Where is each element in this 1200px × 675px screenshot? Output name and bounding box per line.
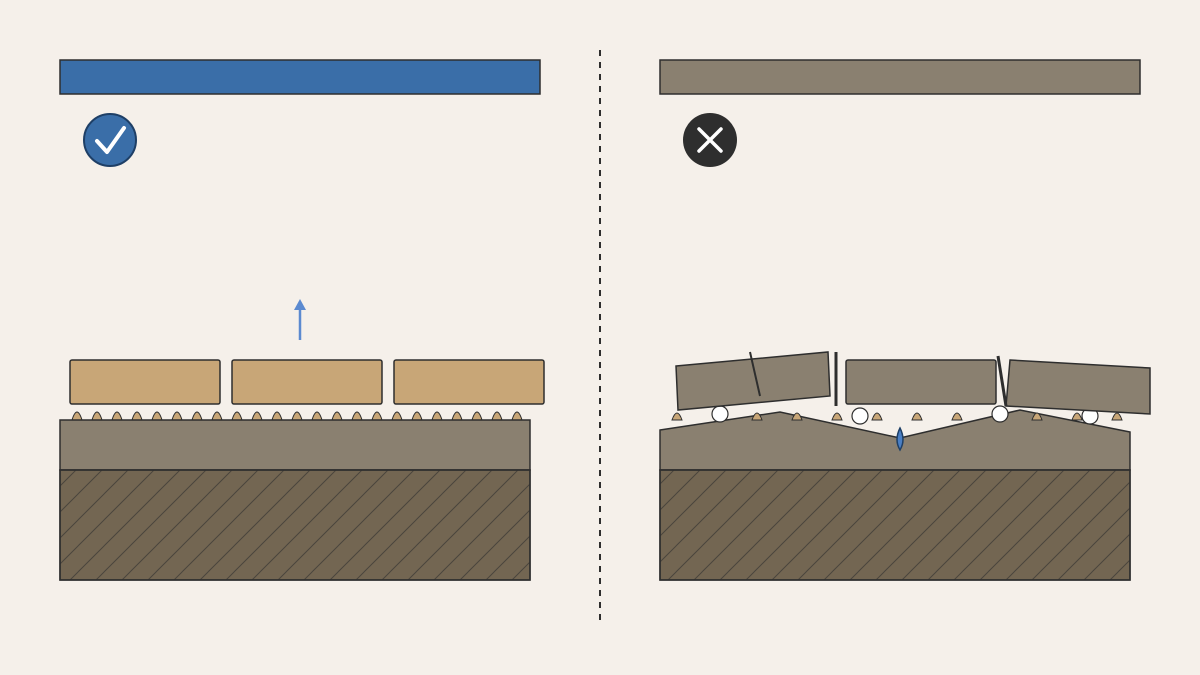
adhesive-dot bbox=[151, 411, 163, 421]
right-subfloor-hatch bbox=[659, 469, 1131, 581]
adhesive-dot bbox=[111, 411, 123, 421]
adhesive-dot bbox=[1031, 412, 1043, 421]
tile-1 bbox=[69, 359, 221, 405]
adhesive-dot bbox=[671, 412, 683, 421]
adhesive-dot bbox=[871, 412, 883, 421]
left-tile-row bbox=[69, 359, 545, 405]
adhesive-dot bbox=[211, 411, 223, 421]
adhesive-dot bbox=[1071, 412, 1083, 421]
adhesive-dot bbox=[371, 411, 383, 421]
adhesive-dot bbox=[791, 412, 803, 421]
adhesive-dot bbox=[171, 411, 183, 421]
right-sparse-adhesive bbox=[671, 412, 1123, 421]
tile-2 bbox=[231, 359, 383, 405]
cross-icon bbox=[697, 127, 723, 153]
adhesive-dot bbox=[351, 411, 363, 421]
right-uneven-screed-layer bbox=[659, 409, 1131, 471]
left-screed-layer bbox=[59, 419, 531, 471]
crack-line bbox=[996, 355, 1008, 407]
left-header-bar bbox=[59, 59, 541, 95]
adhesive-dot bbox=[511, 411, 523, 421]
air-voids bbox=[711, 405, 1099, 425]
left-adhesive-layer bbox=[71, 411, 523, 421]
adhesive-dot bbox=[751, 412, 763, 421]
check-badge-circle bbox=[83, 113, 137, 167]
right-panel bbox=[659, 59, 1151, 581]
adhesive-dot bbox=[951, 412, 963, 421]
adhesive-dot bbox=[191, 411, 203, 421]
water-drop-icon bbox=[896, 426, 904, 452]
adhesive-dot bbox=[471, 411, 483, 421]
adhesive-dot bbox=[131, 411, 143, 421]
adhesive-dot bbox=[431, 411, 443, 421]
adhesive-dot bbox=[251, 411, 263, 421]
adhesive-dot bbox=[231, 411, 243, 421]
adhesive-dot bbox=[411, 411, 423, 421]
adhesive-dot bbox=[271, 411, 283, 421]
tilted-tile-right bbox=[1005, 359, 1151, 415]
air-void bbox=[711, 405, 729, 423]
crack-line bbox=[749, 351, 761, 397]
adhesive-dot bbox=[491, 411, 503, 421]
check-badge bbox=[83, 113, 137, 167]
adhesive-dot bbox=[911, 412, 923, 421]
adhesive-dot bbox=[331, 411, 343, 421]
adhesive-dot bbox=[1111, 412, 1123, 421]
arrow-up-icon bbox=[294, 299, 306, 340]
air-void bbox=[851, 407, 869, 425]
adhesive-dot bbox=[91, 411, 103, 421]
left-panel bbox=[59, 59, 545, 581]
adhesive-dot bbox=[311, 411, 323, 421]
adhesive-dot bbox=[831, 412, 843, 421]
adhesive-dot bbox=[291, 411, 303, 421]
cross-badge bbox=[683, 113, 737, 167]
air-void bbox=[991, 405, 1009, 423]
tile-3 bbox=[393, 359, 545, 405]
check-icon bbox=[95, 126, 126, 154]
right-header-bar bbox=[659, 59, 1141, 95]
adhesive-dot bbox=[71, 411, 83, 421]
adhesive-dot bbox=[391, 411, 403, 421]
tilted-tile-left bbox=[675, 351, 831, 411]
adhesive-dot bbox=[451, 411, 463, 421]
tile-middle bbox=[845, 359, 997, 405]
cracks bbox=[749, 351, 1008, 407]
left-subfloor-hatch bbox=[59, 469, 531, 581]
right-tile-row bbox=[675, 351, 1151, 415]
